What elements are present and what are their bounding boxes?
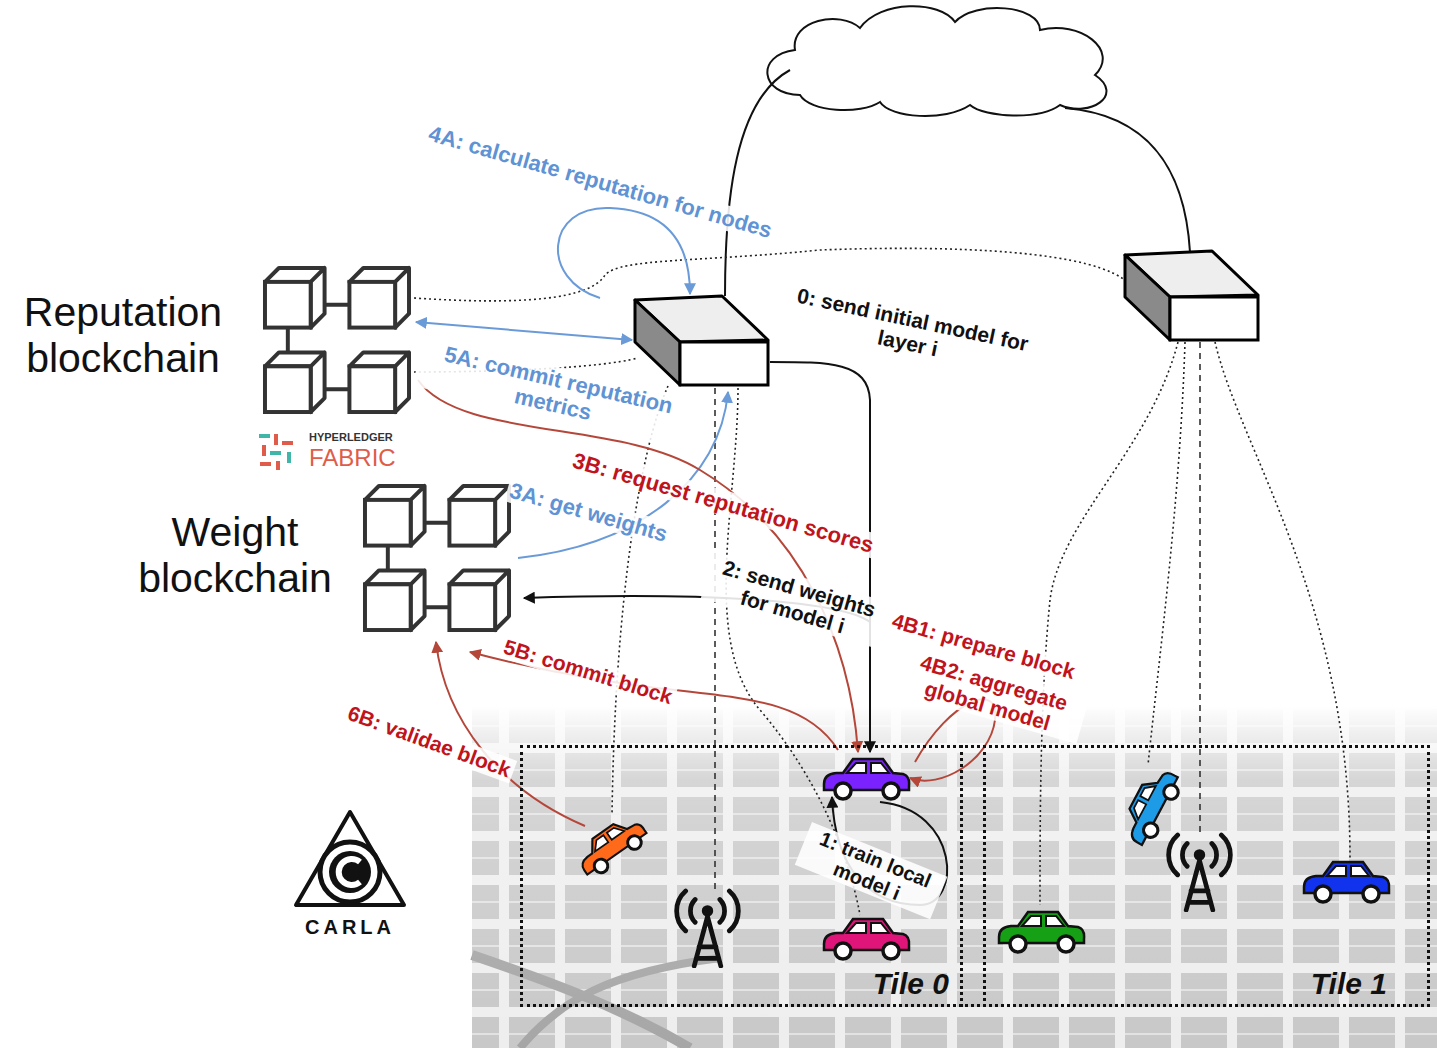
tile-region: Tile 1 — [960, 745, 1430, 1007]
label-holder: CARLA — [290, 916, 410, 939]
dotted-link — [1040, 342, 1178, 905]
car-icon — [824, 919, 909, 959]
edge-server — [1170, 297, 1258, 340]
fabric-logo — [276, 461, 280, 470]
label-holder: 2: send weights for model i — [701, 552, 891, 649]
arrow-label: 2: send weights for model i — [701, 552, 891, 649]
dotted-link — [1148, 342, 1185, 765]
logo-text: HYPERLEDGER — [306, 431, 396, 444]
blockchain-node: Weight blockchain — [125, 482, 515, 632]
flow-arrow — [770, 362, 870, 752]
cloud — [767, 6, 1106, 116]
label-holder: HYPERLEDGER — [306, 431, 396, 444]
logo-text: CARLA — [290, 916, 410, 939]
fabric-logo — [282, 441, 293, 445]
tile-label: Tile 1 — [1311, 967, 1387, 1001]
dashed-link — [714, 388, 716, 890]
fabric-logo — [259, 434, 270, 438]
edge-server — [635, 300, 680, 385]
label-holder: 1: train local model i — [795, 822, 948, 919]
carla-logo — [329, 851, 371, 893]
fabric-logo — [274, 434, 278, 445]
car-icon — [824, 759, 909, 799]
carla-logo — [320, 842, 380, 902]
tile-label: Tile 0 — [873, 967, 949, 1001]
car-icon — [572, 811, 651, 880]
arrow-label: 4A: calculate reputation for nodes — [423, 120, 778, 244]
arrow-label: 5A: commit reputation metrics — [413, 336, 699, 449]
blockchain-icon — [265, 268, 409, 412]
car-icon — [1117, 764, 1185, 849]
dashed-link — [1199, 342, 1201, 835]
fabric-logo — [270, 451, 281, 455]
arrow-label: 1: train local model i — [795, 822, 948, 919]
cloud-link — [1065, 108, 1190, 252]
carla-logo — [339, 859, 360, 885]
label-holder: 6B: validae block — [342, 700, 517, 783]
edge-server — [1125, 255, 1170, 340]
blockchain-node: Reputation blockchain — [10, 262, 415, 412]
dotted-link — [414, 248, 1130, 301]
map-fade — [472, 705, 1437, 1048]
car-icon — [999, 912, 1084, 952]
fabric-logo — [260, 462, 271, 466]
label-holder: 5B: commit block — [498, 634, 678, 710]
flow-arrow — [558, 208, 690, 298]
blockchain-icon — [365, 486, 509, 630]
logo-text: FABRIC — [306, 444, 399, 472]
flow-arrow — [416, 322, 632, 340]
label-holder: FABRIC — [306, 444, 399, 472]
label-holder: 0: send initial model for layer i — [782, 282, 1039, 382]
dotted-link — [612, 386, 668, 815]
dotted-link — [1215, 342, 1350, 858]
cloud-link — [725, 70, 790, 296]
node-heading: Reputation blockchain — [10, 290, 236, 382]
city-map — [472, 705, 1437, 1048]
fabric-logo — [287, 452, 291, 463]
arrow-label: 5B: commit block — [498, 634, 678, 710]
antenna-symbol — [1169, 835, 1231, 910]
label-holder: 3B: request reputation scores — [567, 447, 879, 559]
edge-server — [680, 342, 768, 385]
node-heading: Weight blockchain — [125, 510, 345, 602]
fabric-logo — [262, 445, 266, 456]
label-holder: 5A: commit reputation metrics — [413, 336, 699, 449]
antenna-symbol — [677, 891, 739, 966]
carla-logo — [296, 812, 404, 905]
car-icon — [1304, 862, 1389, 902]
label-holder: 4A: calculate reputation for nodes — [423, 120, 778, 244]
arrow-label: 6B: validae block — [342, 700, 517, 783]
arrow-label: 3B: request reputation scores — [567, 447, 879, 559]
arrow-label: 0: send initial model for layer i — [782, 282, 1039, 382]
